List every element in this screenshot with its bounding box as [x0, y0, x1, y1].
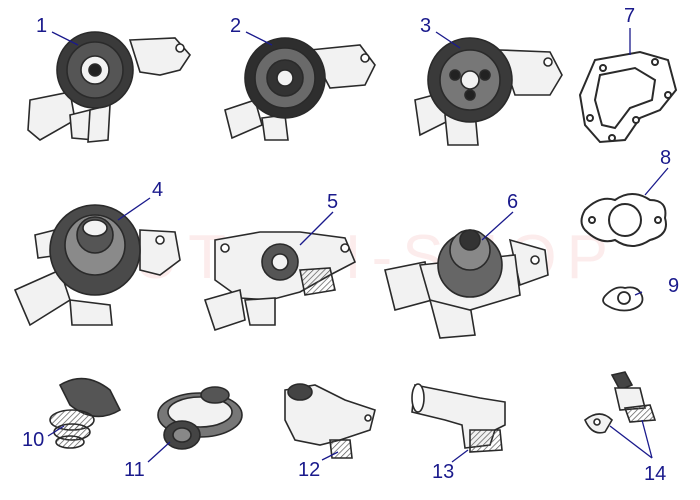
leader-lines [47, 28, 669, 463]
callout-1: 1 [36, 15, 48, 37]
callout-4: 4 [152, 179, 164, 201]
part-13-thermostat-outlet [411, 383, 506, 453]
callout-8: 8 [660, 147, 672, 169]
callout-6: 6 [507, 191, 519, 213]
part-12-thermostat-housing [284, 383, 376, 459]
callout-13: 13 [432, 461, 455, 483]
callout-14: 14 [644, 463, 667, 485]
part-6-water-pump [384, 229, 549, 339]
callout-9: 9 [668, 275, 680, 297]
callout-7: 7 [624, 5, 636, 27]
callout-3: 3 [420, 15, 432, 37]
part-1-water-pump [27, 31, 192, 143]
part-3-water-pump [414, 37, 563, 146]
part-7-pump-gasket [578, 50, 678, 144]
callout-12: 12 [298, 459, 321, 481]
callout-5: 5 [327, 191, 339, 213]
part-14-temperature-sensor [584, 371, 657, 434]
part-8-flange-gasket [580, 193, 667, 247]
part-5-water-pump-housing [203, 231, 357, 332]
part-4-water-pump [13, 204, 181, 327]
callout-11: 11 [124, 459, 145, 481]
callout-2: 2 [230, 15, 242, 37]
part-9-small-gasket [602, 286, 644, 312]
part-2-water-pump [224, 37, 376, 141]
part-11-thermostat [157, 386, 243, 450]
callout-10: 10 [22, 429, 45, 451]
part-10-thermostat [49, 377, 122, 449]
